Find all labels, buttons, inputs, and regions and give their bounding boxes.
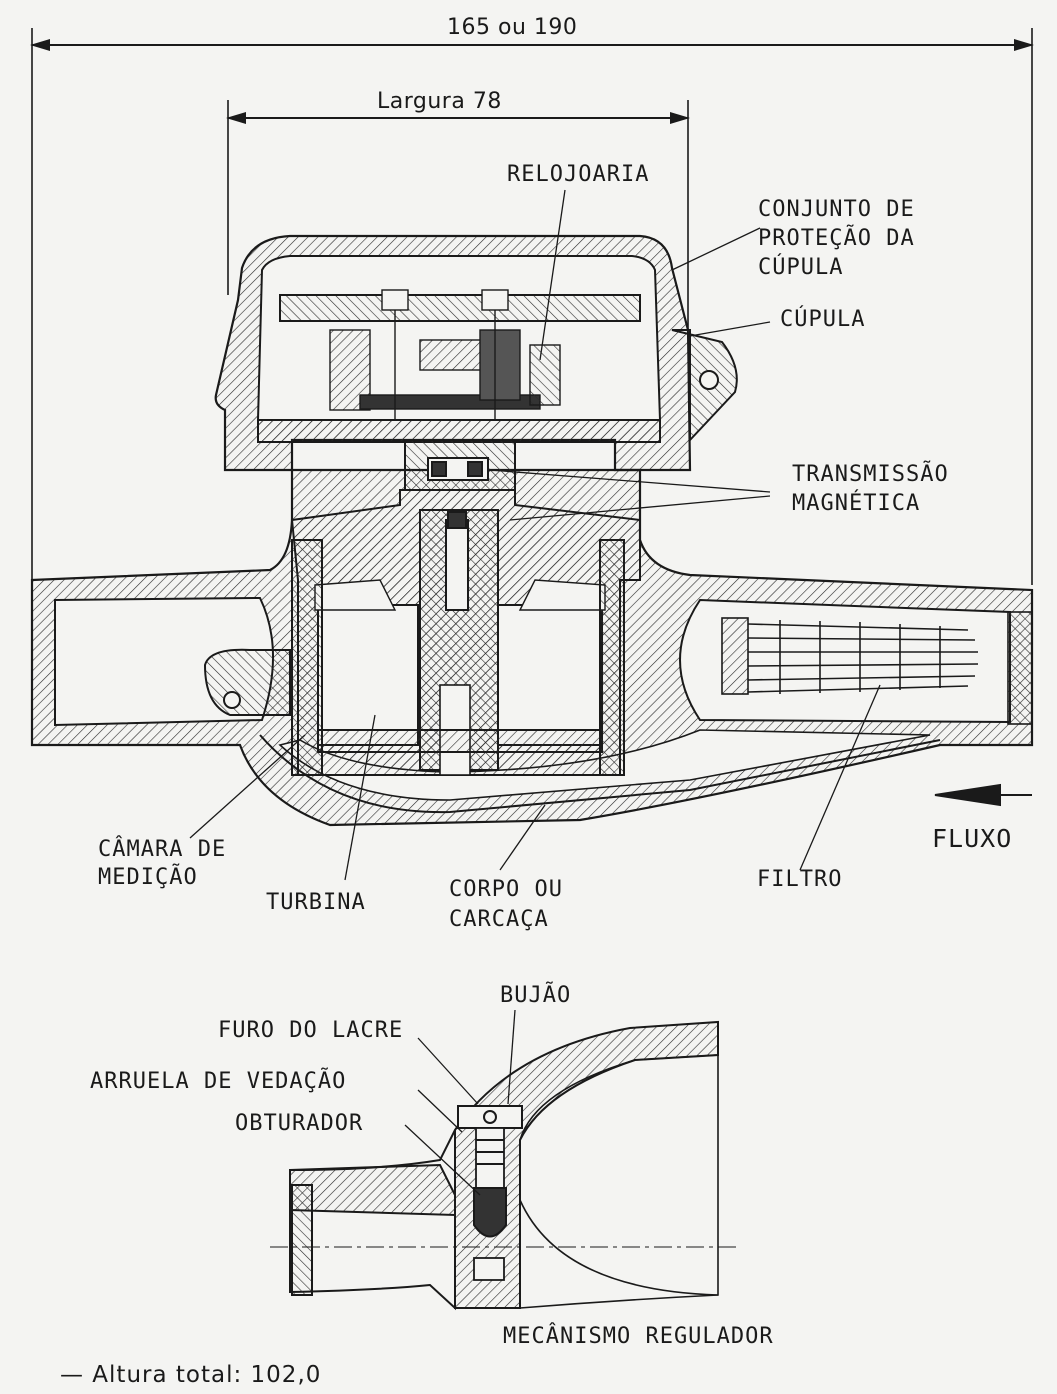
- cupula-label: CÚPULA: [780, 307, 866, 332]
- fluxo-label: FLUXO: [932, 824, 1013, 853]
- obturador-label: OBTURADOR: [235, 1111, 364, 1136]
- overall-dimension-line: [30, 28, 1034, 585]
- altura-total-note: — Altura total: 102,0: [60, 1362, 322, 1388]
- leader-lines: [189, 189, 881, 881]
- camara-label-line2: MEDIÇÃO: [98, 865, 198, 890]
- transmissao-label-line1: TRANSMISSÃO: [792, 462, 949, 487]
- arruela-label: ARRUELA DE VEDAÇÃO: [90, 1069, 347, 1094]
- mecanismo-label: MECÂNISMO REGULADOR: [503, 1324, 774, 1349]
- conjunto-protecao-label-line1: CONJUNTO DE: [758, 197, 915, 222]
- turbina-label: TURBINA: [266, 890, 366, 915]
- filtro-label: FILTRO: [757, 867, 843, 892]
- conjunto-protecao-label-line2: PROTEÇÃO DA: [758, 226, 915, 251]
- camara-label-line1: CÂMARA DE: [98, 837, 227, 862]
- width-label: Largura 78: [377, 89, 502, 114]
- overall-length-label: 165 ou 190: [447, 15, 578, 40]
- relojoaria-label: RELOJOARIA: [507, 162, 650, 187]
- bujao-label: BUJÃO: [500, 983, 572, 1008]
- regulator-detail: [270, 1009, 740, 1311]
- corpo-label-line1: CORPO OU: [449, 877, 563, 902]
- meter-body: [30, 234, 1034, 827]
- transmissao-label-line2: MAGNÉTICA: [792, 491, 921, 516]
- corpo-label-line2: CARCAÇA: [449, 907, 549, 932]
- conjunto-protecao-label-line3: CÚPULA: [758, 255, 844, 280]
- furo-lacre-label: FURO DO LACRE: [218, 1018, 404, 1043]
- width-dimension-line: [226, 100, 690, 330]
- flow-arrow: [934, 783, 1032, 807]
- filter-element: [721, 611, 1033, 725]
